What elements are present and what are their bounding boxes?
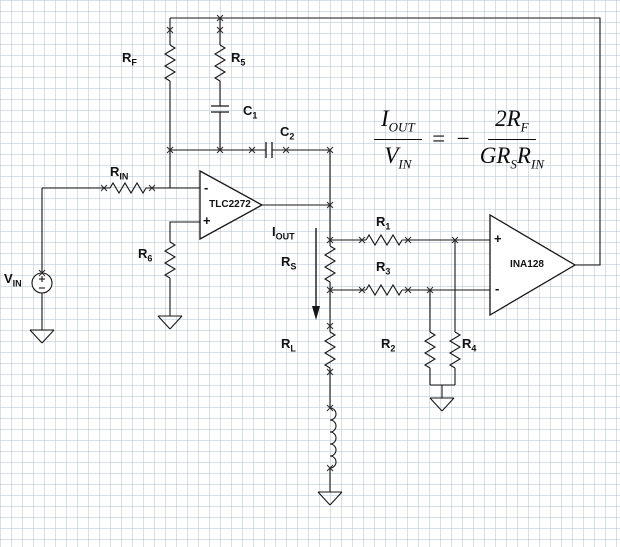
ground-symbol-r6 bbox=[157, 315, 183, 330]
formula-lhs-fraction: IOUT VIN bbox=[374, 106, 422, 172]
resistor-rf-symbol bbox=[164, 44, 176, 82]
ground-symbol-vin bbox=[29, 329, 55, 344]
inductor-symbol bbox=[329, 407, 337, 469]
resistor-r5-symbol bbox=[214, 44, 226, 82]
resistor-rs-symbol bbox=[324, 245, 336, 283]
label-rf: RF bbox=[122, 50, 137, 68]
iout-arrow bbox=[312, 228, 320, 320]
resistor-r3-symbol bbox=[365, 284, 403, 296]
resistor-rl-symbol bbox=[324, 331, 336, 369]
label-r2: R2 bbox=[381, 336, 396, 354]
label-vin: VIN bbox=[4, 271, 22, 289]
inamp-inverting-sign: - bbox=[495, 281, 500, 296]
resistor-r6-symbol bbox=[164, 241, 176, 279]
label-c2: C2 bbox=[280, 124, 295, 142]
label-rs: RS bbox=[281, 254, 297, 272]
formula-rhs-numerator: 2RF bbox=[488, 106, 536, 140]
label-ina128: INA128 bbox=[510, 259, 544, 270]
formula-equals-sign: = bbox=[430, 126, 447, 152]
label-rin: RIN bbox=[110, 164, 129, 182]
resistor-r2-symbol bbox=[424, 331, 436, 369]
opamp-inverting-sign: - bbox=[204, 180, 209, 195]
formula-rhs-denominator: GRSRIN bbox=[479, 142, 544, 172]
formula-lhs-denominator: VIN bbox=[384, 142, 412, 172]
opamp-noninverting-sign: + bbox=[203, 213, 211, 228]
wires bbox=[41, 17, 601, 492]
inamp-noninverting-sign: + bbox=[494, 231, 502, 246]
label-r5: R5 bbox=[231, 50, 246, 68]
resistor-r4-symbol bbox=[449, 331, 461, 369]
transfer-function-formula: IOUT VIN = − 2RF GRSRIN bbox=[374, 106, 544, 172]
ground-symbol-r2r4 bbox=[429, 397, 455, 412]
vin-source-symbol bbox=[31, 272, 53, 294]
label-r6: R6 bbox=[138, 246, 153, 264]
ground-symbol-load bbox=[317, 491, 343, 506]
formula-rhs-fraction: 2RF GRSRIN bbox=[480, 106, 544, 172]
resistor-rin-symbol bbox=[109, 182, 147, 194]
label-tlc2272: TLC2272 bbox=[209, 199, 251, 210]
label-rl: RL bbox=[281, 336, 296, 354]
inamp-ina128-symbol bbox=[489, 213, 577, 317]
resistor-r1-symbol bbox=[365, 234, 403, 246]
formula-minus-sign: − bbox=[455, 126, 471, 152]
junction-x-marks bbox=[38, 14, 459, 472]
label-iout: IOUT bbox=[272, 224, 295, 242]
label-r4: R4 bbox=[462, 336, 477, 354]
opamp-tlc2272-symbol bbox=[199, 169, 264, 241]
label-r1: R1 bbox=[376, 214, 391, 232]
label-c1: C1 bbox=[243, 103, 258, 121]
capacitor-c1-symbol bbox=[211, 105, 229, 113]
formula-lhs-numerator: IOUT bbox=[374, 106, 422, 140]
capacitor-c2-symbol bbox=[265, 142, 273, 158]
label-r3: R3 bbox=[376, 259, 391, 277]
